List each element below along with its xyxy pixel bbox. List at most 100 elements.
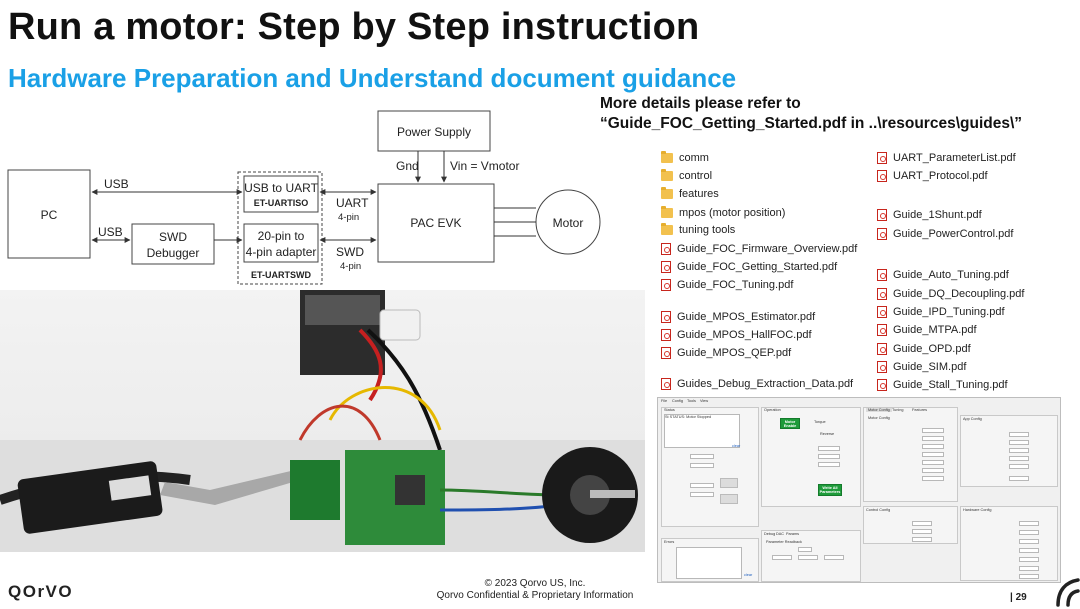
- gui-errors-clear[interactable]: clear: [744, 573, 753, 577]
- file-item[interactable]: Guide_FOC_Tuning.pdf: [661, 277, 793, 293]
- file-item[interactable]: Guide_Auto_Tuning.pdf: [877, 267, 1009, 283]
- gui-param-value-3[interactable]: [824, 555, 844, 560]
- gui-tab-dac[interactable]: DAC: [776, 532, 785, 536]
- gui-param-value-1[interactable]: [772, 555, 792, 560]
- file-item[interactable]: UART_Protocol.pdf: [877, 168, 988, 184]
- file-item[interactable]: Guide_MPOS_HallFOC.pdf: [661, 327, 812, 343]
- usb-top-label: USB: [104, 177, 129, 191]
- gui-pole-field[interactable]: [922, 452, 944, 457]
- file-item[interactable]: Guide_FOC_Firmware_Overview.pdf: [661, 241, 857, 257]
- file-name: Guides_Debug_Extraction_Data.pdf: [677, 378, 854, 390]
- gui-control-time-field[interactable]: [912, 537, 932, 542]
- details-note: More details please refer to “Guide_FOC_…: [600, 94, 1022, 134]
- pc-label: PC: [41, 208, 58, 222]
- gui-app-field-6[interactable]: [1009, 476, 1029, 481]
- file-name: Guide_OPD.pdf: [893, 343, 971, 355]
- file-item[interactable]: UART_ParameterList.pdf: [877, 150, 1016, 166]
- gui-app-field-3[interactable]: [1009, 448, 1029, 453]
- gui-tab-debug[interactable]: Debug: [764, 532, 776, 536]
- gui-vdc-field[interactable]: [690, 483, 714, 488]
- gui-app-field-4[interactable]: [1009, 456, 1029, 461]
- file-item[interactable]: Guide_MPOS_Estimator.pdf: [661, 309, 815, 325]
- file-name: Guide_MPOS_Estimator.pdf: [677, 311, 816, 323]
- file-item[interactable]: Guide_MPOS_QEP.pdf: [661, 345, 791, 361]
- gui-hw-field-4[interactable]: [1019, 548, 1039, 553]
- gui-menu-file[interactable]: File: [661, 399, 668, 403]
- gui-ls-field[interactable]: [922, 428, 944, 433]
- gui-nominal-speed-field[interactable]: [922, 476, 944, 481]
- gui-speed-field[interactable]: [690, 454, 714, 459]
- pdf-file-icon: [877, 288, 887, 300]
- file-name: Guide_1Shunt.pdf: [893, 209, 982, 221]
- file-item[interactable]: Guide_OPD.pdf: [877, 341, 971, 357]
- pdf-file-icon: [877, 343, 887, 355]
- gui-app-field-5[interactable]: [1009, 464, 1029, 469]
- swd-debugger-box: [131, 223, 215, 265]
- gui-rs-field[interactable]: [922, 444, 944, 449]
- file-name: Guide_MTPA.pdf: [893, 324, 977, 336]
- file-item[interactable]: Guide_FOC_Getting_Started.pdf: [661, 259, 837, 275]
- file-item[interactable]: Guide_DQ_Decoupling.pdf: [877, 286, 1024, 302]
- gui-hw-field-7[interactable]: [1019, 574, 1039, 579]
- gui-lq-field[interactable]: [922, 436, 944, 441]
- file-item[interactable]: tuning tools: [661, 222, 735, 238]
- usb-to-uart-box: [243, 175, 319, 213]
- gui-disabled-btn-2[interactable]: [720, 494, 738, 504]
- folder-icon: [661, 187, 673, 199]
- file-name: UART_Protocol.pdf: [893, 170, 988, 182]
- file-item[interactable]: Guides_Debug_Extraction_Data.pdf: [661, 376, 853, 392]
- file-item[interactable]: control: [661, 168, 712, 184]
- gui-app-field-1[interactable]: [1009, 432, 1029, 437]
- file-item[interactable]: Guide_Stall_Tuning.pdf: [877, 377, 1008, 393]
- gui-hw-field-2[interactable]: [1019, 530, 1039, 535]
- gui-target-field[interactable]: [690, 463, 714, 468]
- gui-control-divider-field[interactable]: [912, 529, 932, 534]
- gui-commutation-field[interactable]: [690, 492, 714, 497]
- gui-tab-motor-config[interactable]: Motor Config: [866, 408, 892, 412]
- gui-pwm-field[interactable]: [912, 521, 932, 526]
- file-item[interactable]: Guide_PowerControl.pdf: [877, 226, 1013, 242]
- gui-id-ref[interactable]: [818, 454, 840, 459]
- swd-debugger-label-2: Debugger: [147, 246, 200, 260]
- file-item[interactable]: Guide_1Shunt.pdf: [877, 207, 982, 223]
- gui-tab-params[interactable]: Params: [786, 532, 800, 536]
- pdf-file-icon: [661, 347, 671, 359]
- file-item[interactable]: Guide_IPD_Tuning.pdf: [877, 304, 1005, 320]
- gui-param-value-2[interactable]: [798, 555, 818, 560]
- gui-hardware-config-panel: Hardware Config: [960, 506, 1058, 581]
- file-name: Guide_MPOS_QEP.pdf: [677, 347, 792, 359]
- gui-param-group-field[interactable]: [798, 547, 812, 552]
- file-item[interactable]: features: [661, 186, 719, 202]
- pac-evk-label: PAC EVK: [410, 216, 461, 230]
- details-line-1: More details please refer to: [600, 95, 801, 112]
- motor-enable-button[interactable]: Motor Enable: [780, 418, 800, 429]
- hardware-block-diagram: PC Power Supply Gnd Vin = Vmotor USB to …: [7, 110, 601, 285]
- gui-menu-config[interactable]: Config: [672, 399, 683, 403]
- file-item[interactable]: Guide_MTPA.pdf: [877, 322, 977, 338]
- gui-reverse-option[interactable]: Reverse: [820, 432, 835, 436]
- gui-torque-option[interactable]: Torque: [814, 420, 826, 424]
- file-item[interactable]: comm: [661, 150, 709, 166]
- write-all-parameters-button[interactable]: Write All Parameters: [818, 484, 842, 496]
- gui-iq-ref[interactable]: [818, 462, 840, 467]
- gui-hw-field-6[interactable]: [1019, 566, 1039, 571]
- gui-hw-field-5[interactable]: [1019, 557, 1039, 562]
- file-item[interactable]: mpos (motor position): [661, 205, 785, 221]
- gui-speed-setpoint[interactable]: [818, 446, 840, 451]
- vin-label: Vin = Vmotor: [450, 159, 519, 173]
- gui-tab-features[interactable]: Features: [912, 408, 927, 412]
- gui-menu-tools[interactable]: Tools: [687, 399, 696, 403]
- gui-menu-view[interactable]: View: [700, 399, 709, 403]
- gui-tab-tuning[interactable]: Tuning: [892, 408, 904, 412]
- gui-hw-field-1[interactable]: [1019, 521, 1039, 526]
- gui-app-field-2[interactable]: [1009, 440, 1029, 445]
- gui-hw-field-3[interactable]: [1019, 539, 1039, 544]
- gui-flux-field[interactable]: [922, 460, 944, 465]
- gui-disabled-btn-1[interactable]: [720, 478, 738, 488]
- gui-status-clear[interactable]: clear: [732, 444, 741, 448]
- file-item[interactable]: Guide_SIM.pdf: [877, 359, 966, 375]
- gui-j-field[interactable]: [922, 468, 944, 473]
- power-supply-box: [377, 110, 491, 152]
- et-uartiso-label: ET-UARTISO: [254, 198, 309, 208]
- pc-box: [7, 169, 91, 259]
